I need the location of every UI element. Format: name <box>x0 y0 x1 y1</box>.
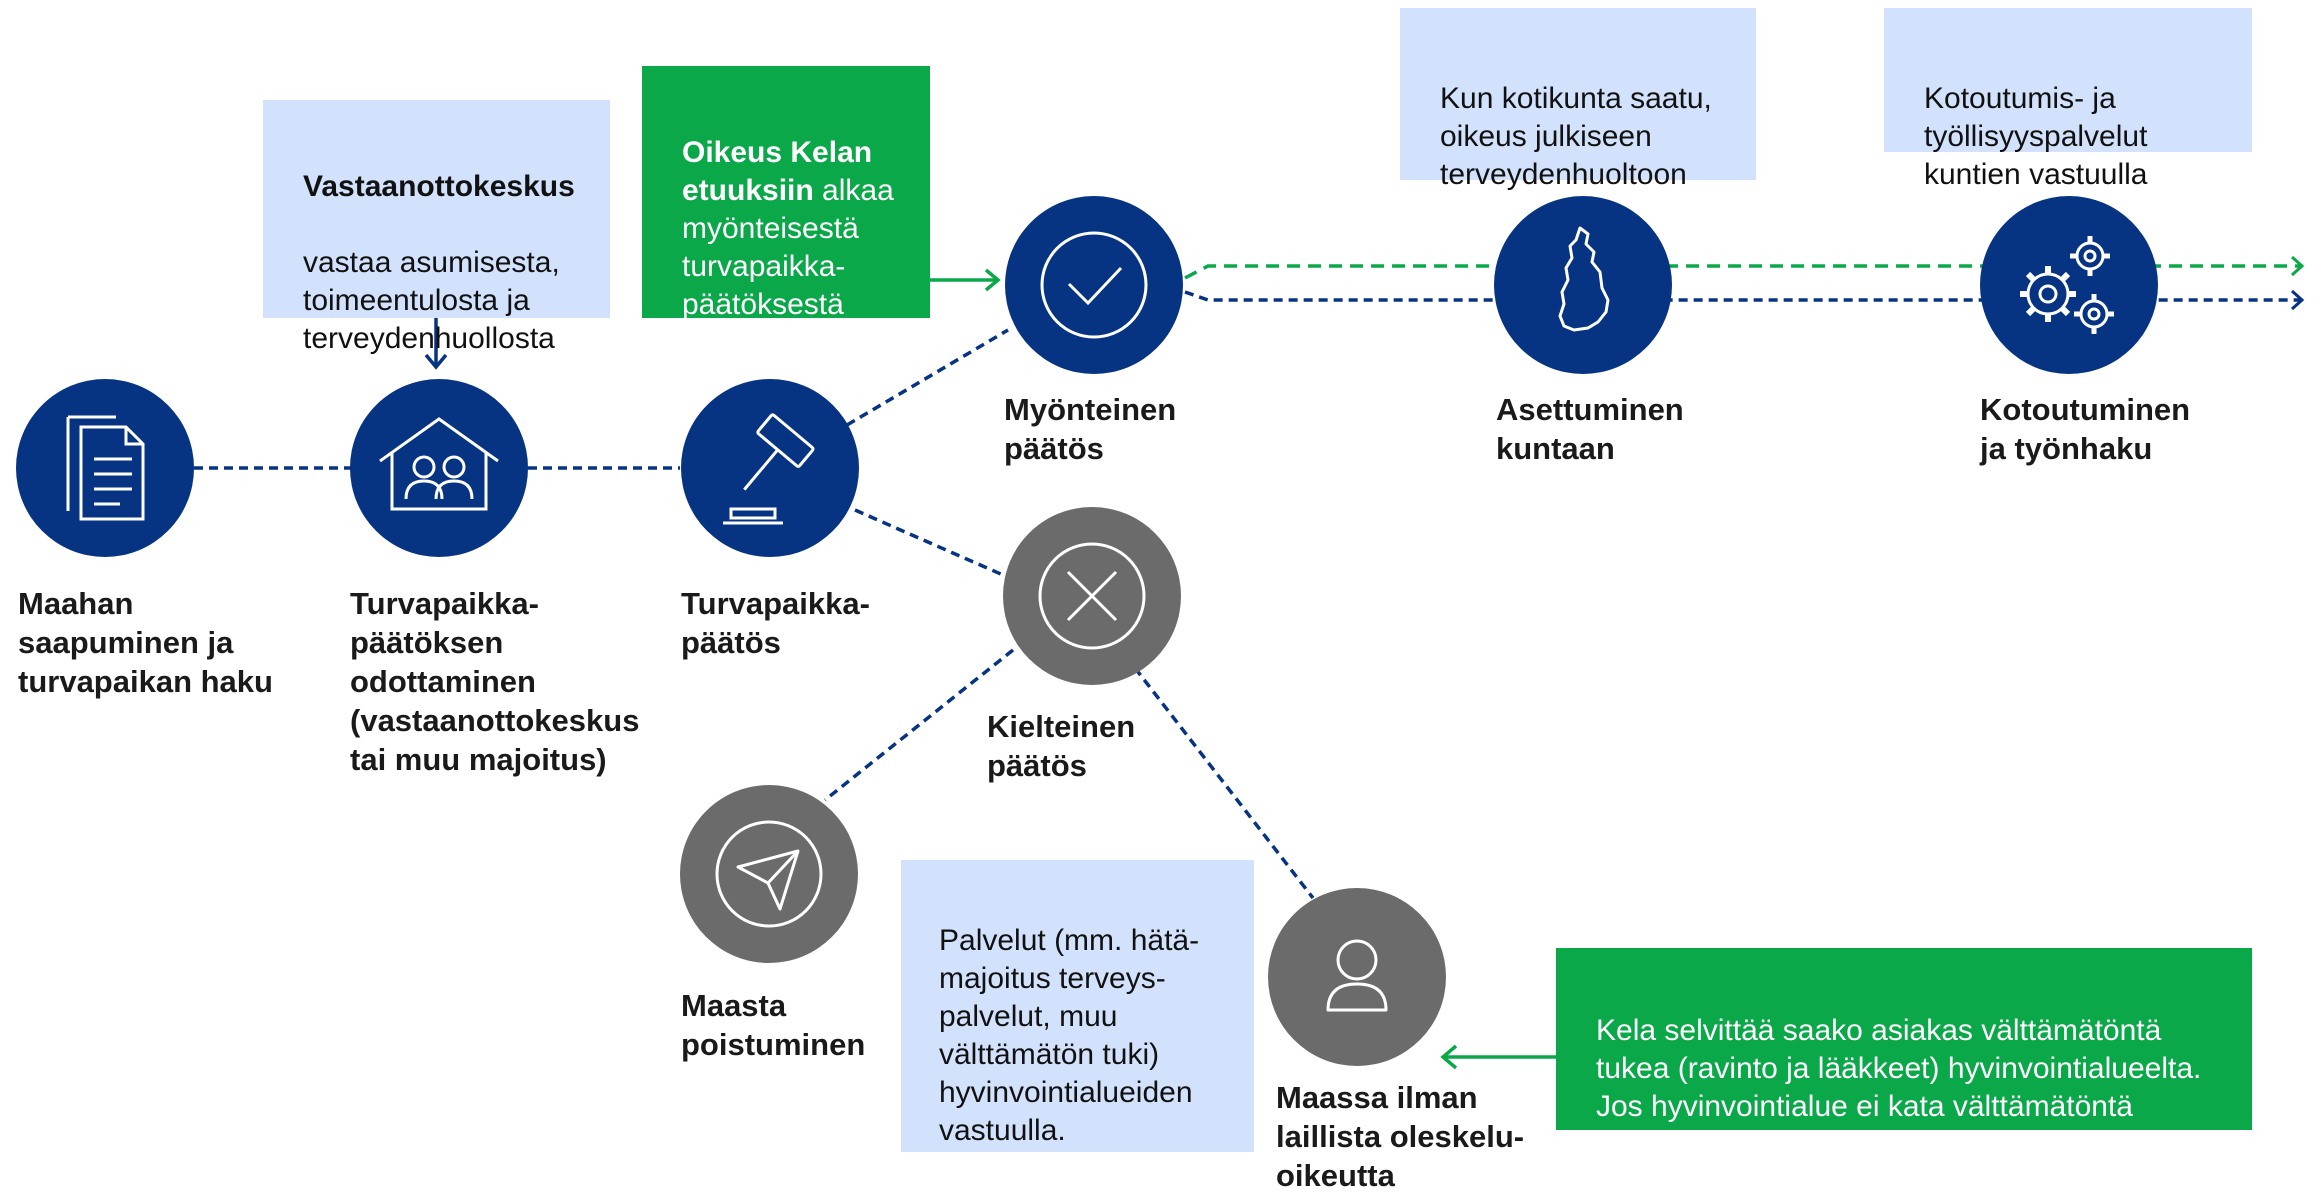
employment-text: Kotoutumis- ja työllisyyspalvelut kuntie… <box>1924 82 2148 191</box>
connector-positive-path-blue <box>1184 290 2300 302</box>
connector-decision-positive <box>846 328 1009 427</box>
gavel-icon <box>723 413 815 525</box>
health-care-box: Kun kotikunta saatu, oikeus julkiseen te… <box>1400 8 1756 191</box>
connector-negative-nopermit <box>1133 666 1315 900</box>
node-negative <box>1003 507 1181 685</box>
reception-center-text: vastaa asumisesta, toimeentulosta ja ter… <box>303 246 560 355</box>
services-box: Palvelut (mm. hätä- majoitus terveys- pa… <box>901 860 1254 1152</box>
node-integration <box>1980 196 2158 374</box>
finland-map-icon <box>1558 226 1610 332</box>
person-icon <box>1326 939 1388 1012</box>
node-settling <box>1494 196 1672 374</box>
label-integration: Kotoutuminen ja työnhaku <box>1980 392 2191 466</box>
arrowhead-reception <box>424 353 448 370</box>
label-positive: Myönteinen päätös <box>1004 392 1177 466</box>
house-people-icon <box>379 417 499 511</box>
paper-plane-icon <box>715 820 823 928</box>
label-settling: Asettuminen kuntaan <box>1496 392 1684 466</box>
label-no-permit: Maassa ilman laillista oleskelu- oikeutt… <box>1276 1080 1525 1193</box>
arrowhead-kela <box>984 268 1001 292</box>
reception-center-title: Vastaanottokeskus <box>303 170 575 203</box>
label-decision: Turvapaikka- päätös <box>681 586 870 660</box>
label-negative: Kielteinen päätös <box>987 709 1136 783</box>
label-leaving: Maasta poistuminen <box>681 988 866 1062</box>
employment-box: Kotoutumis- ja työllisyyspalvelut kuntie… <box>1884 8 2252 191</box>
kela-benefits-text: alkaa myönteisestä turvapaikka- päätökse… <box>682 174 894 321</box>
label-arrival: Maahan saapuminen ja turvapaikan haku <box>18 586 273 699</box>
kela-support-box: Kela selvittää saako asiakas välttämätön… <box>1556 948 2252 1161</box>
gears-icon <box>2020 236 2114 334</box>
connector-decision-negative <box>854 508 1004 577</box>
cross-icon <box>1038 542 1146 650</box>
arrowhead-support <box>1440 1044 1458 1070</box>
connector-positive-path-green <box>1184 264 2300 280</box>
checkmark-icon <box>1040 231 1148 339</box>
document-icon <box>66 415 145 521</box>
arrowhead-green-end <box>2290 255 2305 277</box>
health-care-text: Kun kotikunta saatu, oikeus julkiseen te… <box>1440 82 1712 191</box>
services-text: Palvelut (mm. hätä- majoitus terveys- pa… <box>939 924 1200 1147</box>
label-waiting: Turvapaikka- päätöksen odottaminen (vast… <box>350 586 640 777</box>
node-decision <box>681 379 859 557</box>
kela-benefits-box: Oikeus Kelan etuuksiin alkaa myönteisest… <box>642 66 930 321</box>
node-leaving <box>680 785 858 963</box>
kela-support-text: Kela selvittää saako asiakas välttämätön… <box>1596 1014 2202 1161</box>
node-no-permit <box>1268 888 1446 1066</box>
reception-center-box: Vastaanottokeskus vastaa asumisesta, toi… <box>263 100 610 355</box>
arrowhead-blue-end <box>2290 289 2305 311</box>
node-arrival <box>16 379 194 557</box>
kela-benefits-title: Oikeus Kelan etuuksiin <box>682 136 873 207</box>
node-waiting <box>350 379 528 557</box>
connector-negative-leaving <box>823 648 1015 802</box>
node-positive <box>1005 196 1183 374</box>
